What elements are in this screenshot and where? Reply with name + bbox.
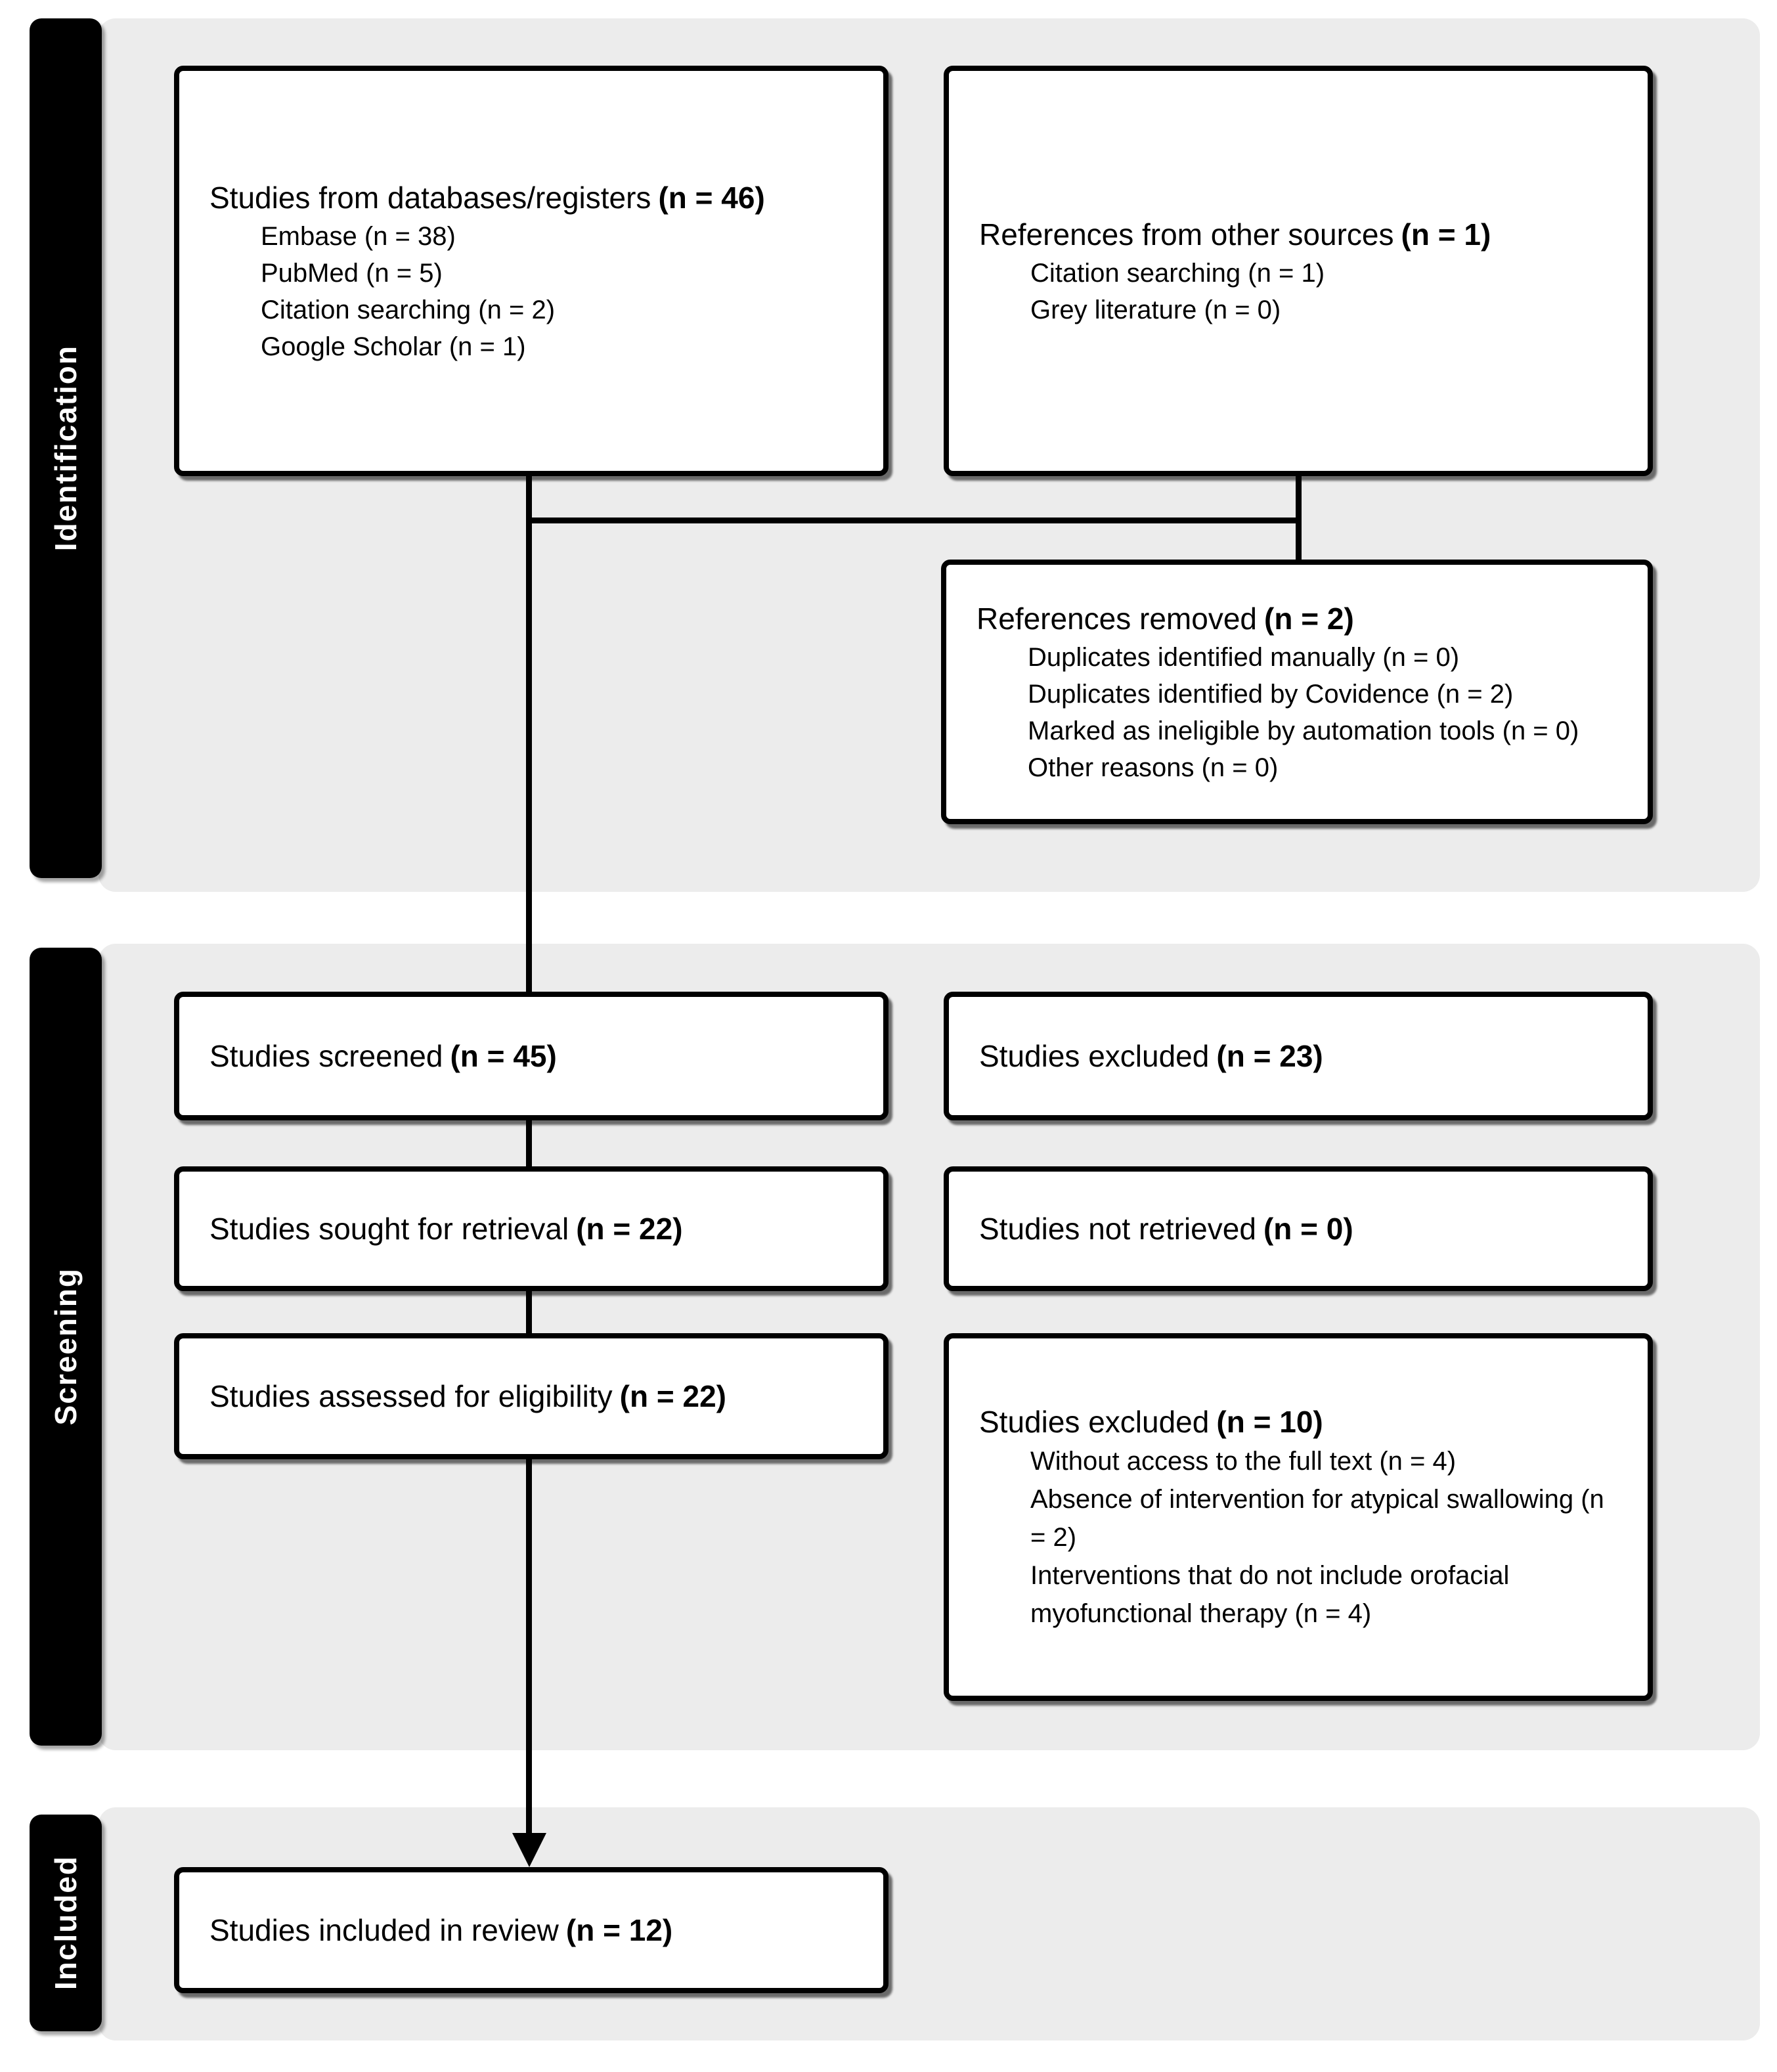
box-label: Studies excluded [979,1039,1210,1073]
connector-main-vertical [526,476,532,992]
box-label: References from other sources [979,217,1394,252]
list-item: Duplicates identified by Covidence (n = … [1028,679,1514,709]
box-studies-excluded-screening: Studies excluded(n = 23) [944,992,1653,1120]
box-label: Studies included in review [209,1913,559,1947]
box-item-list: Embase (n = 38) PubMed (n = 5) Citation … [209,218,860,365]
list-item: Citation searching (n = 1) [1030,258,1325,288]
box-label: Studies from databases/registers [209,180,651,215]
box-count: (n = 22) [619,1379,726,1413]
box-studies-sought-retrieval: Studies sought for retrieval(n = 22) [174,1166,889,1291]
box-count: (n = 46) [658,180,765,215]
list-item: Grey literature (n = 0) [1030,295,1281,324]
identification-sidebar: Identification [30,18,102,878]
box-title: Studies excluded(n = 23) [979,1036,1624,1076]
connector-horizontal-branch [526,518,1302,523]
box-count: (n = 22) [576,1212,683,1246]
box-references-other-sources: References from other sources(n = 1) Cit… [944,66,1653,476]
included-sidebar: Included [30,1815,102,2031]
box-label: Studies not retrieved [979,1212,1256,1246]
box-title: References removed(n = 2) [976,598,1624,639]
box-item-list: Duplicates identified manually (n = 0) D… [976,639,1624,786]
identification-sidebar-label: Identification [49,345,83,552]
list-item: PubMed (n = 5) [261,258,443,288]
box-count: (n = 45) [450,1039,557,1073]
connector-other-sources-to-removed [1296,476,1302,560]
box-label: Studies sought for retrieval [209,1212,569,1246]
list-item: Absence of intervention for atypical swa… [1030,1485,1604,1552]
box-studies-included-review: Studies included in review(n = 12) [174,1867,889,1993]
included-sidebar-label: Included [49,1855,83,1991]
box-studies-excluded-eligibility: Studies excluded(n = 10) Without access … [944,1333,1653,1701]
list-item: Google Scholar (n = 1) [261,332,526,361]
box-label: Studies screened [209,1039,443,1073]
box-count: (n = 2) [1264,601,1354,636]
box-title: Studies not retrieved(n = 0) [979,1208,1624,1249]
box-studies-screened: Studies screened(n = 45) [174,992,889,1120]
list-item: Citation searching (n = 2) [261,295,556,324]
connector-sought-to-assessed [526,1291,532,1333]
list-item: Interventions that do not include orofac… [1030,1561,1510,1628]
list-item: Duplicates identified manually (n = 0) [1028,642,1460,672]
box-title: Studies included in review(n = 12) [209,1910,860,1951]
box-title: Studies screened(n = 45) [209,1036,860,1076]
box-count: (n = 12) [565,1913,673,1947]
box-references-removed: References removed(n = 2) Duplicates ide… [941,560,1653,824]
screening-sidebar-label: Screening [49,1267,83,1426]
box-title: Studies from databases/registers(n = 46) [209,177,860,218]
list-item: Without access to the full text (n = 4) [1030,1447,1457,1476]
list-item: Other reasons (n = 0) [1028,753,1279,782]
box-count: (n = 10) [1216,1405,1323,1439]
arrowhead-into-included-icon [512,1833,546,1867]
box-title: Studies assessed for eligibility(n = 22) [209,1376,860,1417]
box-title: Studies excluded(n = 10) [979,1401,1624,1442]
box-studies-not-retrieved: Studies not retrieved(n = 0) [944,1166,1653,1291]
box-count: (n = 1) [1401,217,1491,252]
box-studies-assessed-eligibility: Studies assessed for eligibility(n = 22) [174,1333,889,1459]
box-count: (n = 0) [1263,1212,1353,1246]
list-item: Embase (n = 38) [261,221,456,251]
box-studies-from-databases: Studies from databases/registers(n = 46)… [174,66,889,476]
box-count: (n = 23) [1216,1039,1323,1073]
box-label: References removed [976,601,1257,636]
box-item-list: Citation searching (n = 1) Grey literatu… [979,255,1624,328]
box-label: Studies excluded [979,1405,1210,1439]
box-title: References from other sources(n = 1) [979,214,1624,255]
box-title: Studies sought for retrieval(n = 22) [209,1208,860,1249]
box-label: Studies assessed for eligibility [209,1379,613,1413]
box-item-list: Without access to the full text (n = 4) … [979,1442,1624,1633]
list-item: Marked as ineligible by automation tools… [1028,716,1579,745]
connector-screened-to-sought [526,1120,532,1166]
connector-assessed-to-included [526,1459,532,1837]
screening-sidebar: Screening [30,948,102,1746]
